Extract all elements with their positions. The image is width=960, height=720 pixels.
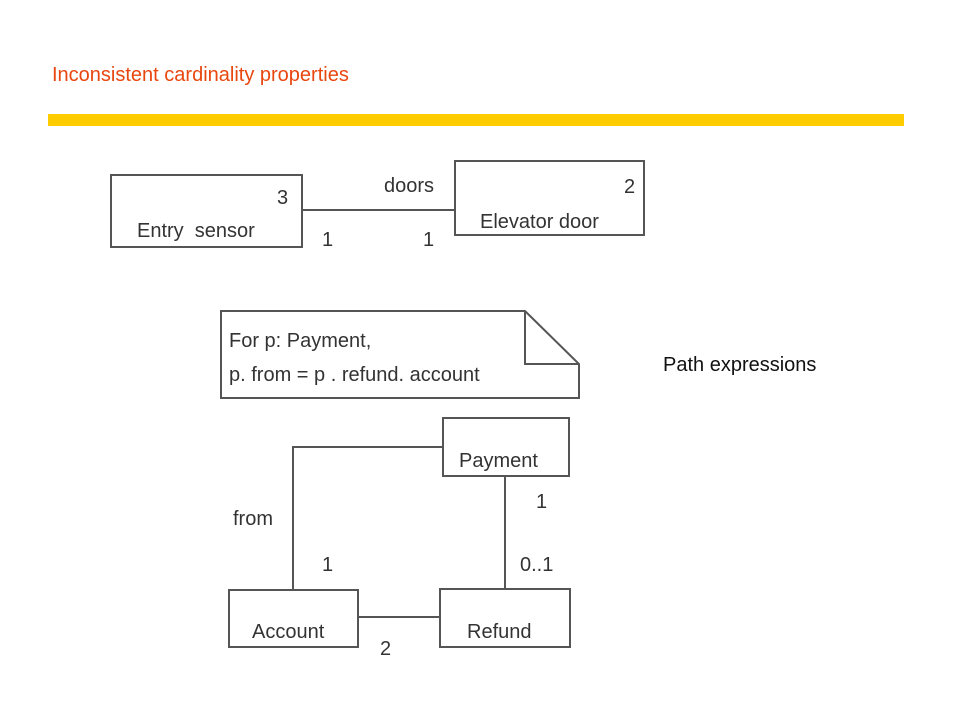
account-name: Account (252, 621, 325, 643)
doors-left-multiplicity: 1 (322, 229, 333, 251)
title-underline-bar (48, 114, 904, 126)
elevator-door-count: 2 (624, 176, 635, 198)
doors-right-multiplicity: 1 (423, 229, 434, 251)
account-refund-multiplicity: 2 (380, 638, 391, 660)
refund-class: Refund (439, 588, 571, 648)
entry-sensor-name: Entry sensor (137, 220, 255, 242)
from-multiplicity: 1 (322, 554, 333, 576)
note-line-2: p. from = p . refund. account (229, 364, 480, 386)
elevator-door-class: 2 Elevator door (454, 160, 645, 236)
doors-label: doors (384, 175, 434, 197)
payment-name: Payment (459, 450, 538, 472)
path-expressions-label: Path expressions (663, 354, 817, 376)
from-role-label: from (233, 508, 273, 530)
constraint-note: For p: Payment, p. from = p . refund. ac… (220, 310, 580, 399)
slide-title: Inconsistent cardinality properties (52, 64, 349, 86)
elevator-door-name: Elevator door (480, 211, 599, 233)
entry-sensor-count: 3 (277, 187, 288, 209)
payment-class: Payment (442, 417, 570, 477)
refund-multiplicity: 0..1 (520, 554, 553, 576)
from-association-line (292, 446, 443, 590)
account-class: Account (228, 589, 359, 648)
entry-sensor-class: 3 Entry sensor (110, 174, 303, 248)
note-line-1: For p: Payment, (229, 330, 371, 352)
payment-multiplicity: 1 (536, 491, 547, 513)
refund-name: Refund (467, 621, 532, 643)
